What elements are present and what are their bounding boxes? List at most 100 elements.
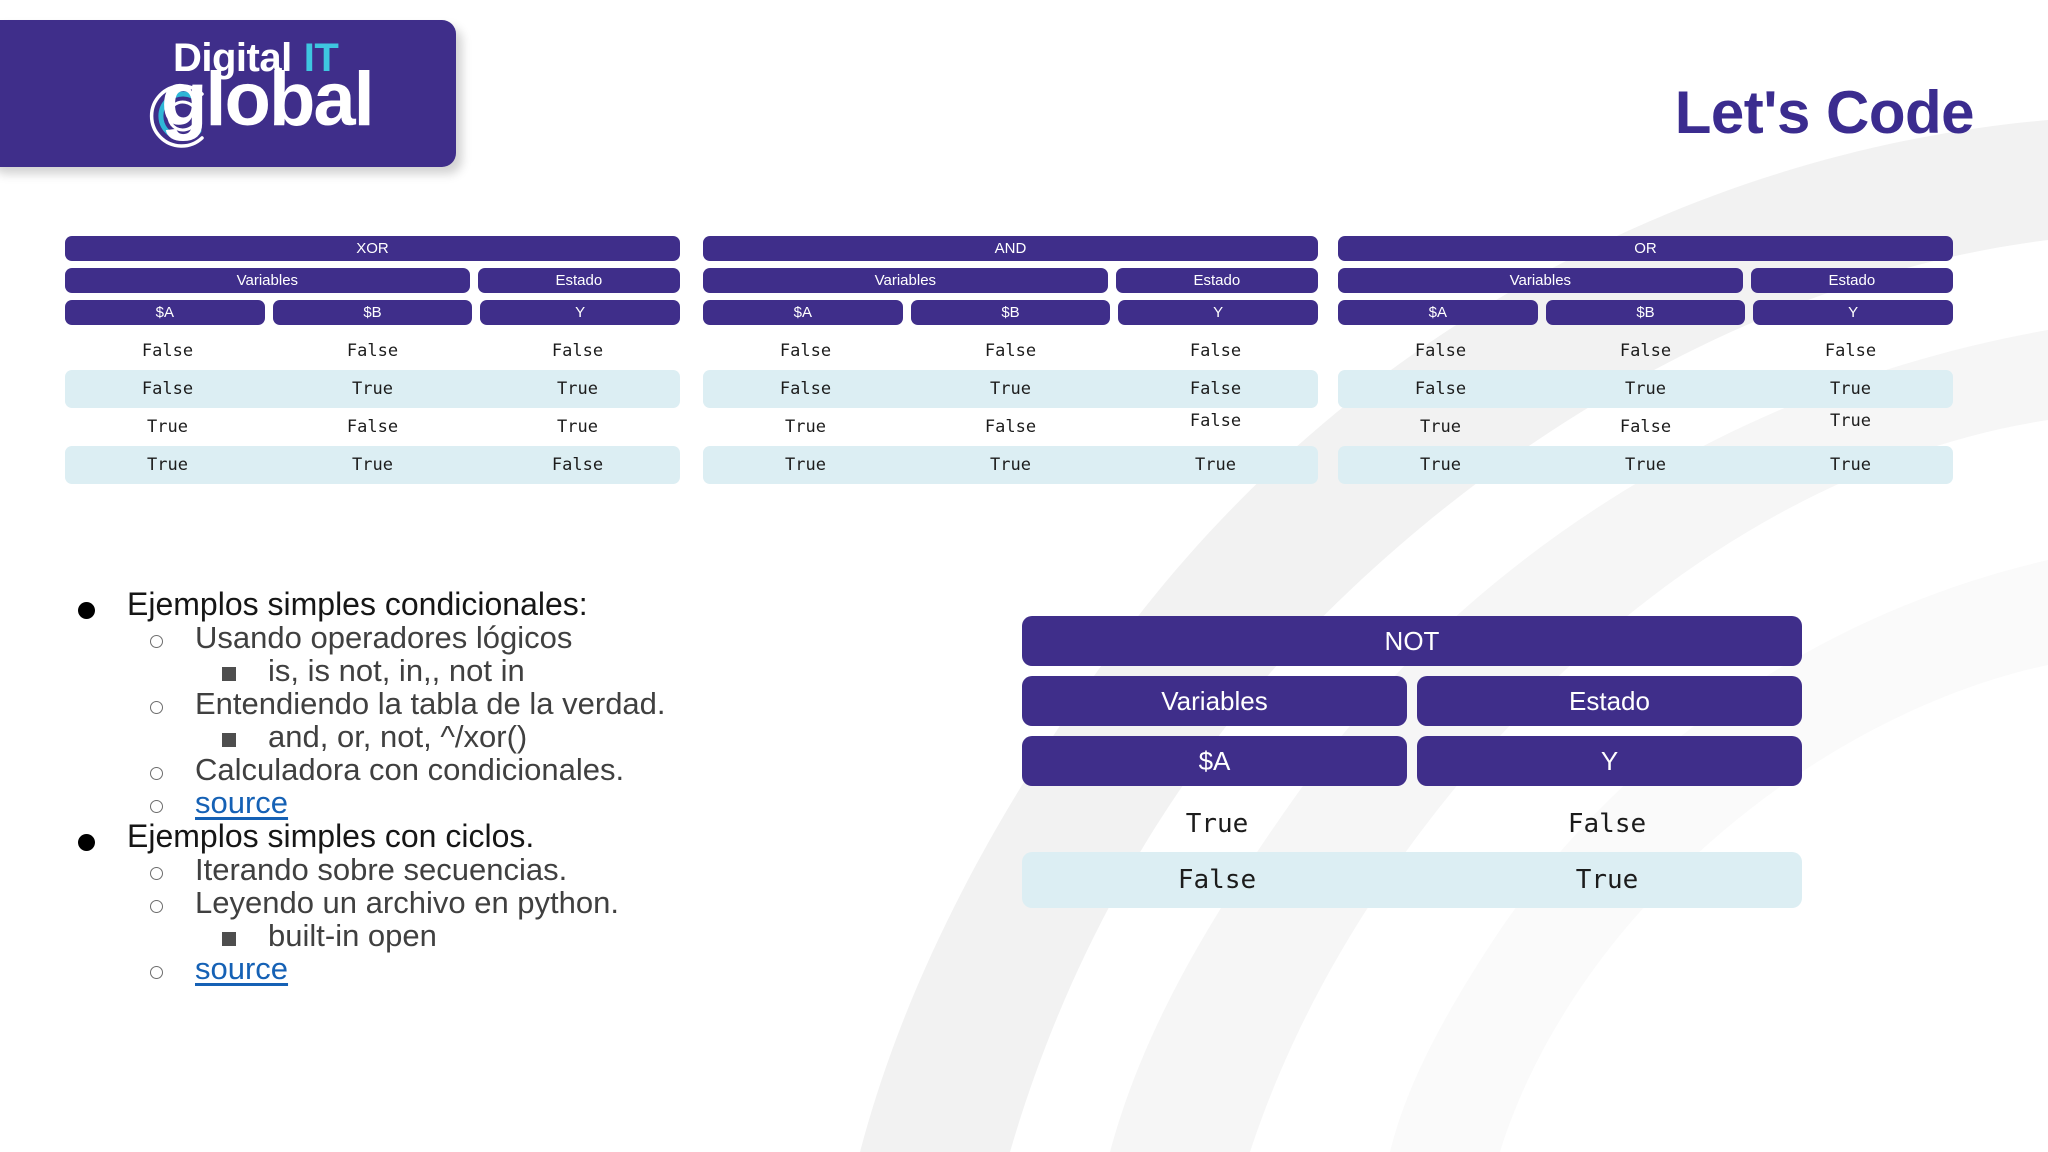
table-title-row: XOR [65,236,680,261]
cell-b: True [1625,455,1666,475]
column-header-b: $B [1545,300,1746,325]
cell-b: True [990,379,1031,399]
column-header-a: $A [65,300,265,325]
truth-table-or: OR Variables Estado $A $B Y False False … [1338,236,1954,484]
cell-a: True [1420,417,1461,437]
list-item-label: Entendiendo la tabla de la verdad. [195,686,666,721]
cell-a: False [1414,341,1467,361]
bullet-circle-icon [150,800,163,813]
cell-a: False [141,341,194,361]
table-title-and: AND [703,236,1318,261]
table-group-header-row: Variables Estado [65,268,680,293]
cell-y: True [1830,411,1871,431]
brand-word-digital: Digital [173,36,292,80]
list-item: Ejemplos simples condicionales: [78,588,838,620]
list-item: and, or, not, ^/xor() [222,721,838,752]
table-row: False False False [1338,332,1953,370]
cell-y: False [551,455,604,475]
cell-y: True [557,417,598,437]
bullet-disc-icon [78,602,95,619]
table-row: False True [1022,852,1802,908]
cell-b: True [352,379,393,399]
list-item-label: Leyendo un archivo en python. [195,885,619,920]
table-group-header-row: Variables Estado [703,268,1318,293]
cell-b: False [346,341,399,361]
table-title-not: NOT [1022,616,1802,666]
table-title-or: OR [1338,236,1953,261]
truth-table-not: NOT Variables Estado $A Y True False Fal… [1022,616,1802,908]
truth-table-and: AND Variables Estado $A $B Y False False… [703,236,1319,484]
bullet-list: Ejemplos simples condicionales: Usando o… [78,588,838,986]
bullet-square-icon [222,733,236,747]
cell-a: True [147,417,188,437]
table-title-row: OR [1338,236,1953,261]
list-item: Entendiendo la tabla de la verdad. [150,688,838,719]
group-header-variables: Variables [65,268,470,293]
table-row: True False False [703,408,1318,446]
cell-b: True [352,455,393,475]
list-item: Iterando sobre secuencias. [150,854,838,885]
brand-logo-line2: global [161,57,375,142]
table-row: False True True [65,370,680,408]
table-row: True True True [703,446,1318,484]
cell-y: True [557,379,598,399]
cell-y: True [1195,455,1236,475]
cell-b: False [984,341,1037,361]
table-title-row: NOT [1022,616,1802,666]
bullet-circle-icon [150,900,163,913]
cell-b: False [984,417,1037,437]
list-item-label: and, or, not, ^/xor() [268,719,528,754]
table-column-header-row: $A Y [1022,736,1802,786]
column-header-y: Y [1753,300,1954,325]
list-item-source-link[interactable]: source [150,787,838,818]
cell-y: False [1567,809,1647,839]
cell-y: False [1189,341,1242,361]
table-title-xor: XOR [65,236,680,261]
cell-a: True [147,455,188,475]
cell-a: False [1177,865,1257,895]
list-item-label: built-in open [268,918,437,953]
column-header-a: $A [1338,300,1538,325]
cell-a: True [785,455,826,475]
arc-swirl-icon [149,84,204,148]
column-header-b: $B [272,300,473,325]
table-row: True False True [65,408,680,446]
cell-a: False [779,379,832,399]
table-row: False False False [703,332,1318,370]
list-item: Usando operadores lógicos [150,622,838,653]
column-header-y: Y [1118,300,1319,325]
truth-table-xor: XOR Variables Estado $A $B Y False False… [65,236,681,484]
list-item: is, is not, in,, not in [222,655,838,686]
source-link-label[interactable]: source [195,951,289,986]
cell-a: False [779,341,832,361]
bullet-circle-icon [150,635,163,648]
cell-b: True [1625,379,1666,399]
column-header-y: Y [480,300,681,325]
table-row: True False [1022,796,1802,852]
cell-b: True [990,455,1031,475]
column-header-b: $B [910,300,1111,325]
table-row: False True False [703,370,1318,408]
group-header-estado: Estado [1417,676,1802,726]
cell-a: False [141,379,194,399]
bullet-circle-icon [150,966,163,979]
cell-y: False [551,341,604,361]
list-item-label: Usando operadores lógicos [195,620,573,655]
cell-y: True [1830,455,1871,475]
table-column-header-row: $A $B Y [65,300,681,325]
bullet-square-icon [222,667,236,681]
cell-y: False [1824,341,1877,361]
cell-b: False [1619,341,1672,361]
group-header-variables: Variables [1338,268,1743,293]
source-link-label[interactable]: source [195,785,289,820]
group-header-estado: Estado [477,268,680,293]
cell-y: True [1830,379,1871,399]
table-title-row: AND [703,236,1318,261]
table-group-header-row: Variables Estado [1022,676,1802,726]
list-item-label: Ejemplos simples con ciclos. [127,818,535,854]
cell-y: True [1575,865,1639,895]
table-group-header-row: Variables Estado [1338,268,1953,293]
list-item-source-link[interactable]: source [150,953,838,984]
